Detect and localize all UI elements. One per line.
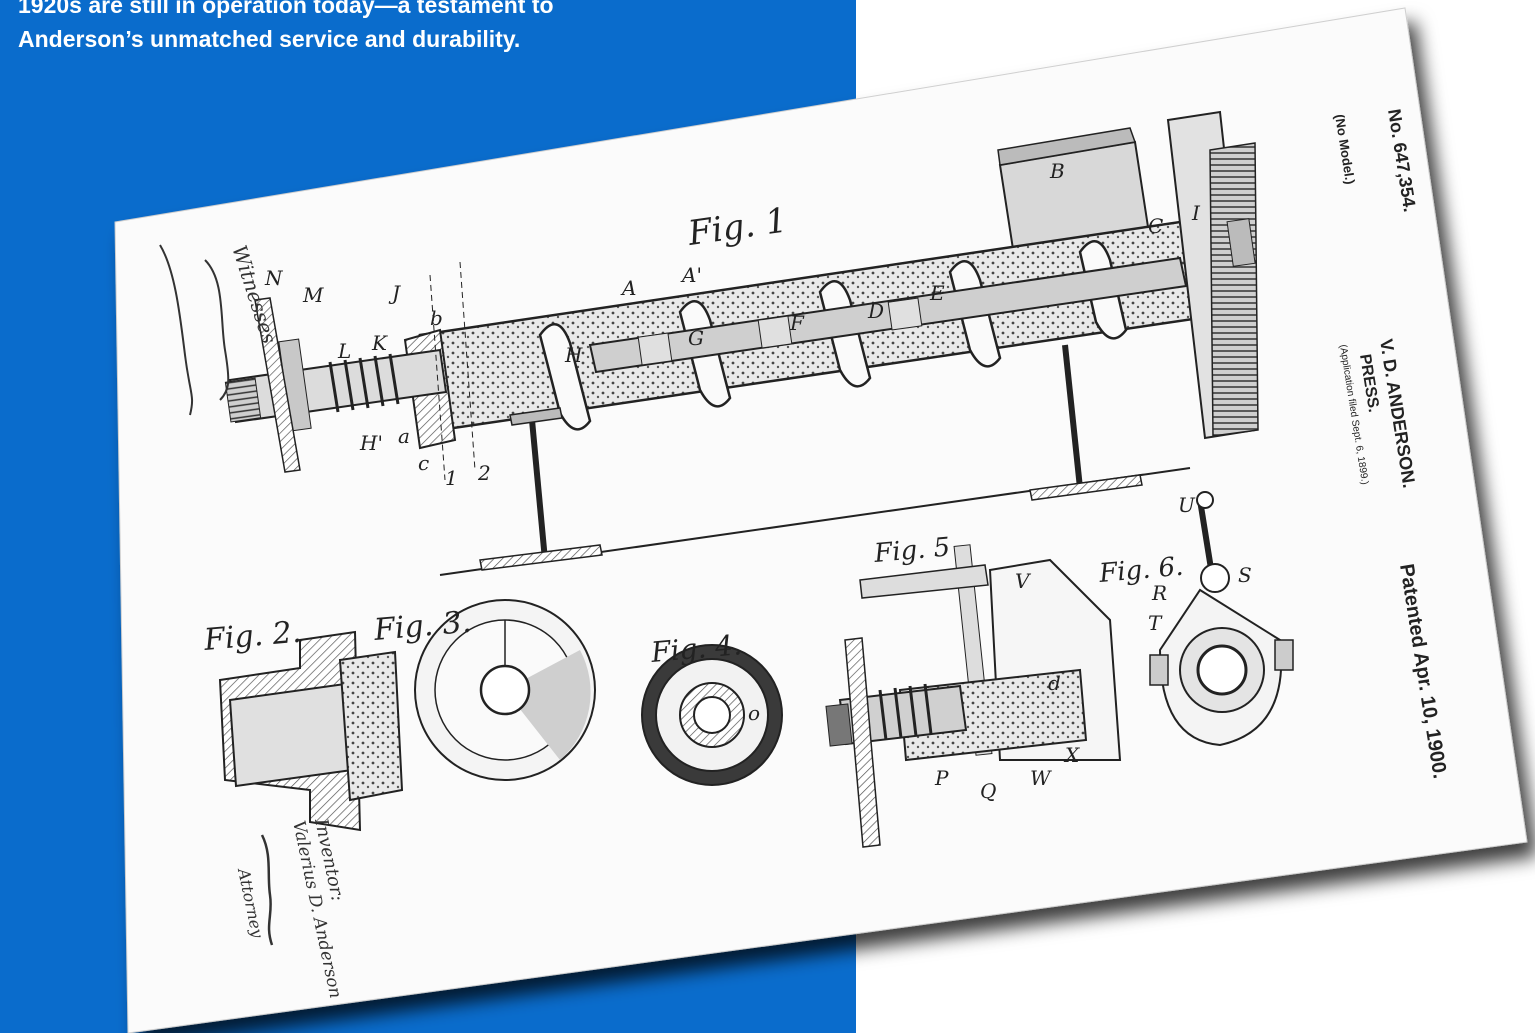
figure-2-section (218, 630, 404, 832)
label-H1: H' (359, 431, 383, 455)
caption-text: 1920s are still in operation today—a tes… (18, 0, 818, 56)
label-1: 1 (445, 466, 458, 490)
label-F: F (789, 311, 805, 335)
label-d: d (1048, 671, 1061, 695)
label-A: A (620, 276, 636, 300)
part-letters: B I C A A' E D F G H J K L M N H' a b c … (264, 159, 1252, 803)
label-R: R (1151, 581, 1167, 605)
label-V: V (1015, 569, 1032, 593)
fig-5-label: Fig. 5 (872, 532, 951, 569)
label-J: J (388, 281, 401, 305)
label-U: U (1178, 493, 1196, 517)
fig-6-label: Fig. 6. (1097, 552, 1185, 589)
fig-2-label: Fig. 2. (202, 615, 303, 658)
label-B: B (1049, 159, 1065, 183)
label-c: c (418, 451, 429, 475)
label-I: I (1191, 201, 1201, 225)
label-S: S (1238, 563, 1252, 587)
figure-4-ring (641, 644, 783, 786)
label-H: H (564, 343, 583, 367)
label-P: P (934, 766, 949, 790)
witness-signature-2 (159, 244, 194, 416)
fig-3-label: Fig. 3. (372, 605, 473, 648)
label-2: 2 (477, 461, 491, 485)
label-W: W (1030, 766, 1052, 790)
label-A1: A' (680, 263, 702, 287)
label-C: C (1148, 214, 1163, 238)
label-T: T (1148, 611, 1163, 635)
fig-4-label: Fig. 4. (649, 628, 743, 669)
witness-signature-1 (204, 259, 230, 401)
label-b: b (430, 306, 443, 330)
figure-3-disc (414, 599, 596, 781)
label-X: X (1063, 743, 1080, 767)
caption-line-1: 1920s are still in operation today—a tes… (18, 0, 554, 18)
label-Q: Q (980, 779, 996, 803)
label-K: K (371, 331, 388, 355)
label-L: L (337, 339, 351, 363)
caption-line-2: Anderson’s unmatched service and durabil… (18, 26, 521, 52)
attorney-signature (260, 834, 274, 946)
label-o: o (748, 701, 760, 725)
label-E: E (929, 281, 945, 305)
label-G: G (688, 326, 704, 350)
figure-captions: Fig. 1 Fig. 2. Fig. 3. Fig. 4. Fig. 5 Fi… (202, 200, 1185, 669)
label-a: a (398, 424, 410, 448)
label-N: N (264, 266, 284, 290)
figure-6-bracket (1149, 491, 1294, 747)
label-D: D (867, 299, 884, 323)
label-M: M (302, 283, 324, 307)
figure-1-press (224, 110, 1259, 576)
figure-5-assembly (825, 544, 1122, 848)
